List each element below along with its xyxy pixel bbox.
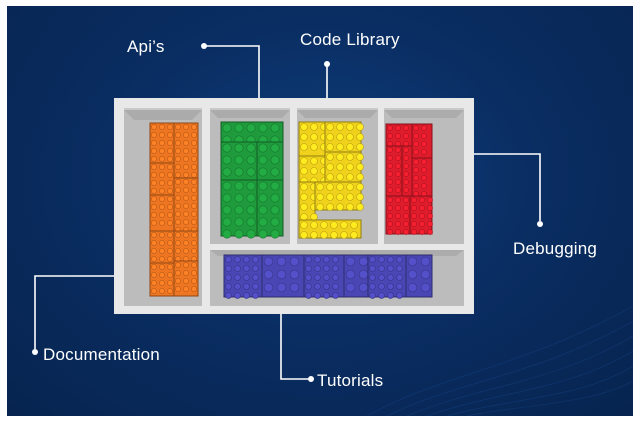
blue-brick	[223, 254, 263, 299]
apis-connector	[204, 45, 260, 99]
code-library-label: Code Library	[300, 30, 400, 49]
connector-dots	[32, 43, 543, 382]
orange-brick	[149, 262, 175, 297]
debugging-connector	[471, 153, 541, 221]
green-brick	[256, 179, 284, 239]
orange-brick	[173, 260, 199, 297]
red-brick	[385, 145, 403, 197]
red-brick	[401, 145, 413, 197]
orange-brick	[149, 230, 175, 264]
blue-brick	[405, 254, 433, 298]
red-brick	[385, 123, 413, 147]
blue-brick	[261, 254, 305, 298]
blue-brick	[303, 254, 345, 299]
orange-brick	[173, 230, 199, 262]
yellow-brick	[298, 155, 328, 185]
yellow-brick	[324, 121, 364, 153]
organizer-box-diagram	[7, 6, 633, 416]
red-brick	[411, 157, 433, 197]
yellow-brick	[314, 181, 364, 211]
documentation-connector	[34, 275, 115, 349]
green-brick	[220, 121, 284, 145]
tutorials-label: Tutorials	[317, 371, 384, 390]
red-brick	[411, 123, 433, 159]
orange-brick	[173, 122, 199, 179]
yellow-brick	[324, 151, 364, 183]
brick-groups	[149, 121, 433, 299]
blue-brick	[367, 254, 407, 299]
green-brick	[220, 179, 258, 239]
apis-label: Api’s	[127, 37, 165, 56]
orange-brick	[149, 194, 175, 232]
green-brick	[220, 141, 258, 181]
diagram-canvas: Api’s Code Library Debugging Documentati…	[7, 6, 633, 416]
green-brick	[256, 141, 284, 181]
red-brick	[385, 195, 411, 235]
wave-decoration	[366, 305, 633, 416]
yellow-brick	[298, 121, 328, 157]
debugging-label: Debugging	[513, 239, 598, 258]
tutorials-connector	[280, 313, 309, 380]
connector-lines	[34, 45, 541, 380]
orange-brick	[173, 177, 199, 233]
orange-brick	[149, 122, 175, 164]
orange-brick	[149, 162, 175, 196]
red-brick	[409, 195, 433, 235]
blue-brick	[343, 254, 369, 298]
yellow-brick	[298, 219, 362, 239]
documentation-label: Documentation	[43, 345, 160, 364]
